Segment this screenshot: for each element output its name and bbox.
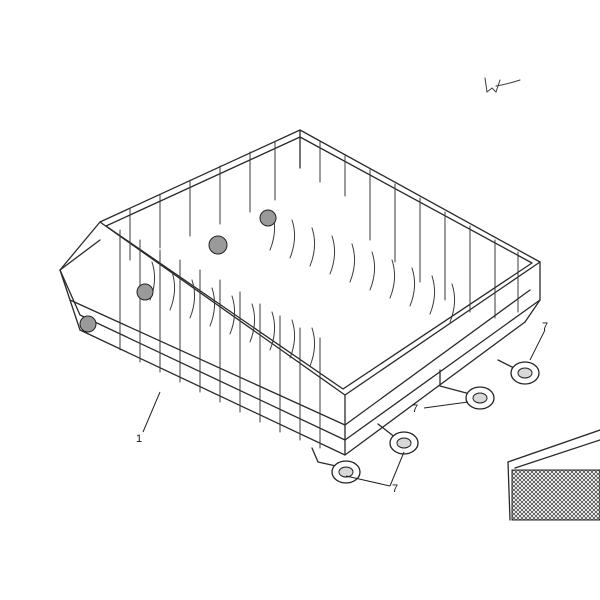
corner-mark <box>484 77 521 93</box>
left-side-wires <box>129 141 276 261</box>
callout-1-basket: 1 <box>136 433 142 445</box>
lower-rim-front-left <box>59 239 101 271</box>
wheel-right <box>497 359 540 385</box>
callout-7-wheel-right: 7 <box>542 321 548 333</box>
post-right <box>524 261 541 323</box>
lower-rack-basket <box>59 129 541 456</box>
front-side-wires <box>119 229 321 449</box>
wheel-front <box>377 423 419 455</box>
callout-7-wheel-bottom: 7 <box>392 483 398 495</box>
rack-hubs <box>79 209 277 333</box>
callout-7-wheel-mid: 7 <box>412 403 418 415</box>
leader-lines <box>142 329 546 487</box>
back-side-wires <box>319 141 519 319</box>
wheel-mid <box>439 369 495 410</box>
top-rim-inner <box>105 136 533 390</box>
lower-rim-front <box>59 269 541 441</box>
silverware-basket <box>507 429 600 521</box>
post-left <box>59 221 101 331</box>
